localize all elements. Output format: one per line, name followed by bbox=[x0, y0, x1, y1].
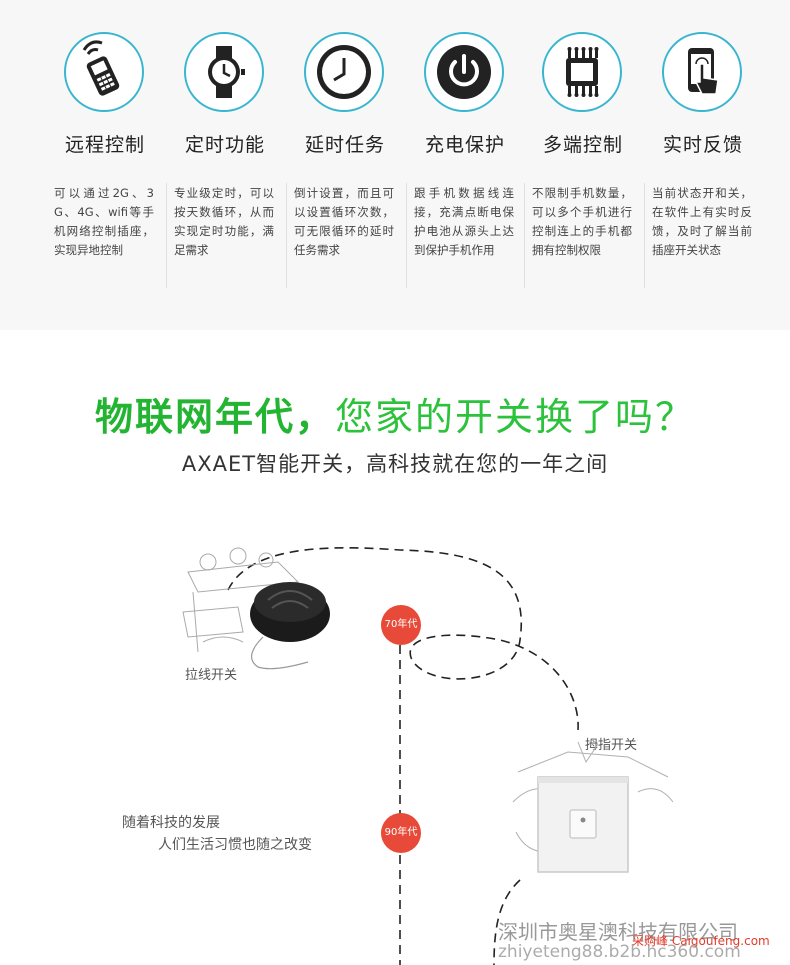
chip-icon bbox=[542, 32, 622, 112]
caption-line-1: 随着科技的发展 bbox=[122, 815, 220, 831]
feature-title: 定时功能 bbox=[184, 134, 265, 156]
touch-phone-icon bbox=[662, 32, 742, 112]
feature-description: 跟手机数据线连接，充满点断电保护电池从源头上达到保护手机作用 bbox=[414, 186, 514, 257]
feature-timer: 定时功能 专业级定时，可以按天数循环，从而实现定时功能，满足需求 bbox=[166, 0, 284, 330]
feature-realtime-feedback: 实时反馈 当前状态开和关，在软件上有实时反馈，及时了解当前插座开关状态 bbox=[644, 0, 762, 330]
timeline-section: 拉线开关 拇指开关 70年代 90年代 随着科技的发展 人们生活习惯也随之改变 … bbox=[0, 490, 790, 965]
feature-remote-control: 远程控制 可以通过2G、3G、4G、wifi等手机网络控制插座，实现异地控制 bbox=[46, 0, 164, 330]
divider bbox=[644, 183, 645, 288]
caption-line-2: 人们生活习惯也随之改变 bbox=[158, 837, 312, 853]
divider bbox=[286, 183, 287, 288]
headline-part-1: 物联网年代， bbox=[94, 395, 335, 439]
feature-title: 延时任务 bbox=[304, 134, 385, 156]
watch-icon bbox=[184, 32, 264, 112]
headline-part-2: 您家的开关换了吗？ bbox=[335, 395, 696, 439]
thumb-switch-label: 拇指开关 bbox=[585, 738, 638, 753]
feature-title: 多端控制 bbox=[542, 134, 623, 156]
feature-title: 实时反馈 bbox=[662, 134, 743, 156]
divider bbox=[524, 183, 525, 288]
pull-switch-label: 拉线开关 bbox=[185, 668, 238, 683]
clock-icon bbox=[304, 32, 384, 112]
power-icon bbox=[424, 32, 504, 112]
pull-switch-scene-image bbox=[182, 547, 330, 670]
feature-description: 可以通过2G、3G、4G、wifi等手机网络控制插座，实现异地控制 bbox=[54, 186, 154, 257]
divider bbox=[166, 183, 167, 288]
feature-description: 当前状态开和关，在软件上有实时反馈，及时了解当前插座开关状态 bbox=[652, 186, 752, 257]
feature-delay-task: 延时任务 倒计设置，而且可以设置循环次数，可无限循环的延时任务需求 bbox=[286, 0, 404, 330]
watermark-company: 深圳市奥星澳科技有限公司 bbox=[498, 920, 738, 944]
feature-description: 专业级定时，可以按天数循环，从而实现定时功能，满足需求 bbox=[174, 186, 274, 257]
headline: 物联网年代，您家的开关换了吗？ bbox=[0, 386, 790, 441]
feature-multi-control: 多端控制 不限制手机数量，可以多个手机进行控制连上的手机都拥有控制权限 bbox=[524, 0, 642, 330]
feature-title: 远程控制 bbox=[64, 134, 145, 156]
remote-phone-icon bbox=[64, 32, 144, 112]
feature-description: 倒计设置，而且可以设置循环次数，可无限循环的延时任务需求 bbox=[294, 186, 394, 257]
watermark-site-cn: 采购峰 Caigoufeng.com bbox=[632, 934, 770, 948]
feature-section: 远程控制 可以通过2G、3G、4G、wifi等手机网络控制插座，实现异地控制 定… bbox=[0, 0, 790, 330]
thumb-switch-image bbox=[512, 741, 674, 873]
era-90-badge: 90年代 bbox=[381, 813, 421, 853]
subheadline: AXAET智能开关，高科技就在您的一年之间 bbox=[181, 452, 609, 476]
feature-charge-protection: 充电保护 跟手机数据线连接，充满点断电保护电池从源头上达到保护手机作用 bbox=[406, 0, 524, 330]
watermark-site-en: zhiyeteng88.b2b.hc360.com bbox=[498, 942, 741, 962]
timeline-path bbox=[227, 547, 579, 965]
era-70-badge: 70年代 bbox=[381, 605, 421, 645]
feature-title: 充电保护 bbox=[424, 134, 505, 156]
feature-description: 不限制手机数量，可以多个手机进行控制连上的手机都拥有控制权限 bbox=[532, 186, 632, 257]
divider bbox=[406, 183, 407, 288]
